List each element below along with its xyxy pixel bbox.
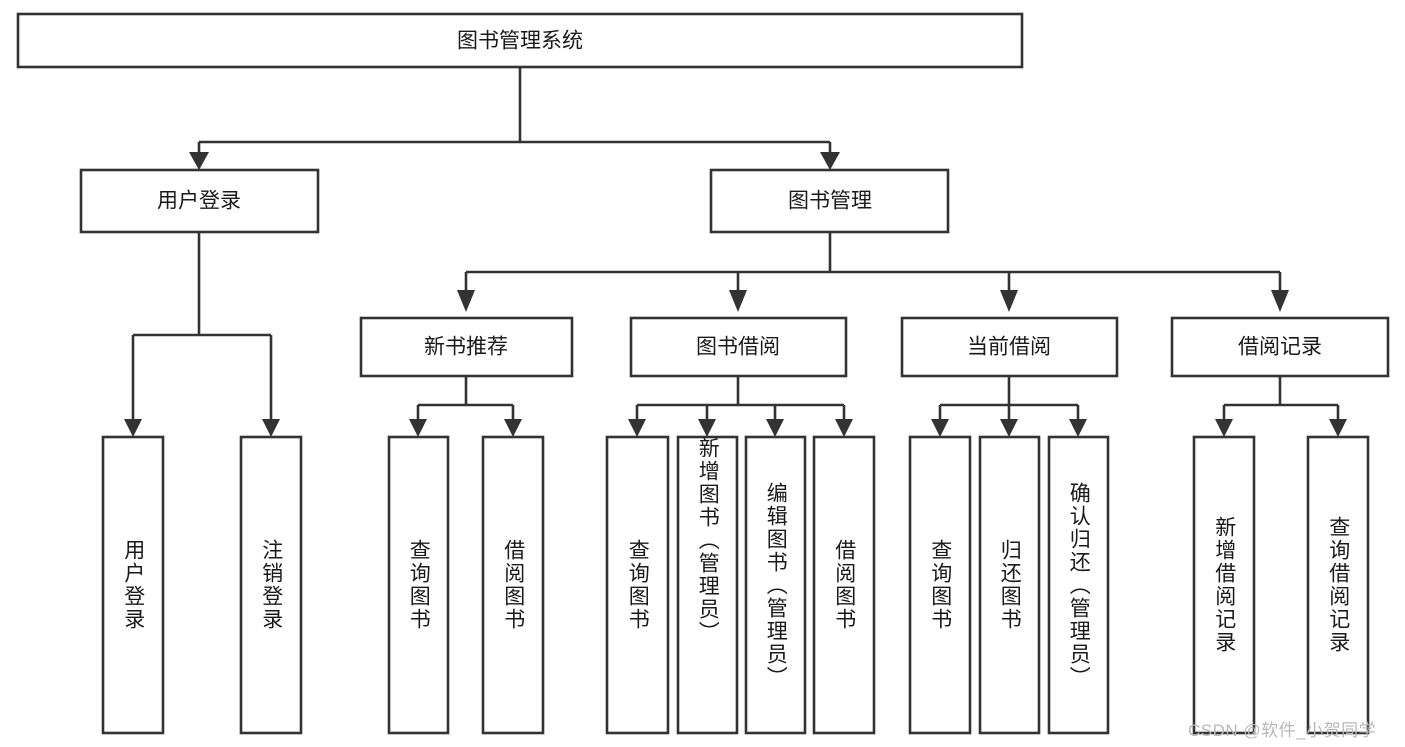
- node-book-manage-label: 图书管理: [788, 190, 872, 213]
- connector-group-book-borrow: [628, 377, 853, 437]
- node-book-borrow[interactable]: 图书借阅: [629, 316, 848, 378]
- connector-group-user-login: [124, 232, 280, 437]
- node-borrow-record[interactable]: 借阅记录: [1170, 316, 1390, 378]
- node-new-book-recommend-label: 新书推荐: [424, 336, 508, 359]
- node-user-login-label: 用户登录: [157, 190, 241, 213]
- node-book-manage[interactable]: 图书管理: [709, 168, 950, 234]
- connector-group-borrow-record: [1215, 377, 1347, 437]
- node-current-borrow-label: 当前借阅: [967, 336, 1051, 359]
- node-new-book-recommend[interactable]: 新书推荐: [359, 316, 574, 378]
- leaf-box-current-borrow-1[interactable]: [978, 435, 1041, 735]
- leaf-box-user-login-0[interactable]: [101, 435, 165, 735]
- connector-group-book-manage: [457, 232, 1289, 312]
- leaf-boxes-book-borrow: [605, 435, 876, 735]
- leaf-box-book-borrow-1[interactable]: [676, 435, 739, 735]
- node-root[interactable]: 图书管理系统: [16, 12, 1024, 69]
- connector-group-new-book: [409, 377, 522, 437]
- node-root-label: 图书管理系统: [457, 30, 583, 53]
- node-user-login[interactable]: 用户登录: [79, 168, 320, 234]
- node-borrow-record-label: 借阅记录: [1238, 336, 1322, 359]
- leaf-boxes-new-book-recommend: [387, 435, 545, 735]
- connector-group-current-borrow: [931, 377, 1087, 437]
- leaf-box-new-book-1[interactable]: [481, 435, 545, 735]
- leaf-box-new-book-0[interactable]: [387, 435, 450, 735]
- leaf-box-book-borrow-3[interactable]: [812, 435, 876, 735]
- node-book-borrow-label: 图书借阅: [696, 336, 780, 359]
- connector-group-root: [189, 67, 840, 170]
- leaf-box-current-borrow-2[interactable]: [1047, 435, 1110, 735]
- leaf-boxes-user-login: [101, 435, 303, 735]
- leaf-box-current-borrow-0[interactable]: [908, 435, 972, 735]
- leaf-box-user-login-1[interactable]: [239, 435, 303, 735]
- csdn-watermark: CSDN @软件_小贺同学: [1188, 721, 1377, 740]
- leaf-boxes-current-borrow: [908, 435, 1110, 735]
- leaf-box-book-borrow-0[interactable]: [605, 435, 670, 735]
- leaf-boxes-borrow-record: [1192, 435, 1370, 735]
- leaf-box-book-borrow-2[interactable]: [744, 435, 807, 735]
- leaf-box-borrow-record-0[interactable]: [1192, 435, 1256, 735]
- node-current-borrow[interactable]: 当前借阅: [900, 316, 1119, 378]
- leaf-box-borrow-record-1[interactable]: [1306, 435, 1370, 735]
